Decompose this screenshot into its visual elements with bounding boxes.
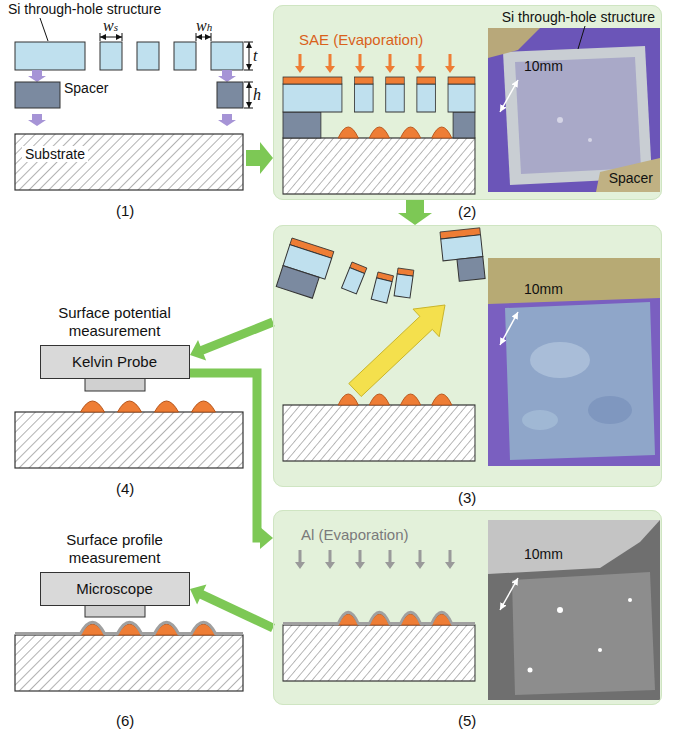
arrow-head — [190, 585, 206, 605]
orange-arrow — [325, 54, 335, 73]
grey-arrow — [355, 550, 365, 569]
grey-arrow — [385, 550, 395, 569]
step-number: (1) — [116, 202, 134, 220]
orange-arrow — [445, 54, 455, 73]
microscope-stem — [85, 605, 145, 617]
al-layer — [15, 622, 243, 633]
arrow-shaft — [190, 373, 261, 538]
sae-bumps — [338, 127, 452, 138]
panel-fill — [273, 510, 662, 705]
flow-arrow — [246, 142, 273, 174]
dimension-label: t — [253, 47, 257, 65]
purple-arrow — [218, 70, 236, 82]
purple-arrow — [28, 114, 46, 126]
part-label: Substrate — [22, 146, 88, 162]
leader-line — [40, 18, 48, 41]
panel-fill — [273, 225, 662, 487]
step-heading: Surface potential measurement — [30, 304, 200, 340]
photo — [488, 520, 660, 700]
sae-bumps — [338, 394, 452, 405]
substrate — [15, 134, 243, 190]
step-number: (3) — [458, 489, 476, 507]
dimension-label: h — [253, 86, 261, 104]
si-structure — [283, 84, 475, 112]
process-panel: Al (Evaporation) 10mm — [273, 510, 662, 705]
removed-pieces — [276, 228, 485, 303]
substrate — [283, 405, 475, 461]
instrument-box: Surface potential measurementKelvin Prob… — [40, 345, 190, 379]
dimension-lines — [100, 33, 253, 108]
substrate — [15, 412, 243, 468]
process-panel: 10mm — [273, 225, 662, 487]
si-structure — [15, 42, 243, 70]
spacer-block — [15, 82, 243, 108]
orange-arrow — [415, 54, 425, 73]
step-number: (5) — [458, 712, 476, 730]
grey-arrow — [445, 550, 455, 569]
arrow-shaft — [406, 200, 424, 214]
panel-fill — [273, 5, 662, 200]
grey-arrow — [295, 550, 305, 569]
part-label: Si through-hole structure — [8, 1, 161, 17]
substrate — [283, 625, 475, 681]
flow-arrow — [190, 322, 273, 360]
step-number: (4) — [116, 480, 134, 498]
substrate — [15, 635, 243, 691]
instrument-label: Kelvin Probe — [72, 353, 157, 371]
arrow-head — [260, 527, 273, 549]
flow-arrow — [398, 200, 432, 225]
flow-arrow — [190, 373, 273, 549]
instrument-label: Microscope — [76, 580, 153, 598]
removal-arrow — [349, 305, 445, 397]
probe-stem — [85, 378, 145, 391]
grey-arrow — [325, 550, 335, 569]
arrow-head — [398, 213, 432, 225]
arrow-shaft — [201, 322, 273, 351]
part-label: Spacer — [64, 80, 108, 96]
evaporation-label: Al (Evaporation) — [301, 526, 409, 544]
purple-arrow — [28, 70, 46, 82]
arrow-shaft — [201, 594, 273, 628]
scale-label: 10mm — [524, 281, 563, 297]
orange-arrow — [385, 54, 395, 73]
orange-arrow — [295, 54, 305, 73]
dimension-label: ws — [103, 19, 118, 34]
photo — [488, 258, 660, 466]
spacer-block — [283, 112, 475, 138]
substrate — [283, 138, 475, 194]
photo-label: Si through-hole structure — [502, 9, 655, 25]
step-number: (6) — [116, 712, 134, 730]
dimension-label: wh — [196, 19, 212, 34]
process-panel: SAE (Evaporation) Si through-hole structu… — [273, 5, 662, 200]
orange-arrow — [355, 54, 365, 73]
scale-label: 10mm — [524, 546, 563, 562]
evaporation-label: SAE (Evaporation) — [299, 31, 423, 49]
arrow-head — [190, 340, 206, 360]
al-layer — [283, 612, 475, 623]
grey-arrow — [415, 550, 425, 569]
sae-bumps — [81, 401, 216, 412]
sae-layer — [283, 77, 475, 84]
step-heading: Surface profile measurement — [30, 531, 200, 567]
photo-label: Spacer — [609, 170, 653, 186]
scale-label: 10mm — [524, 58, 563, 74]
instrument-box: Surface profile measurementMicroscope — [40, 572, 190, 606]
purple-arrow — [218, 114, 236, 126]
step-number: (2) — [458, 203, 476, 221]
flow-arrow — [190, 585, 273, 628]
photo — [488, 26, 660, 192]
